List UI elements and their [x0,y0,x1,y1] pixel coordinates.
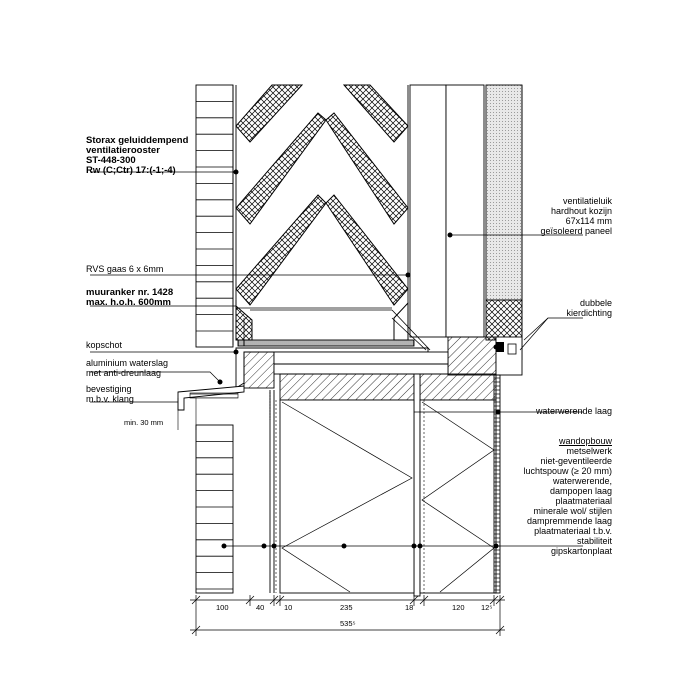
dim-100: 100 [216,603,229,612]
wand-item: minerale wol/ stijlen [533,506,612,516]
waterslag-line-2: met anti-dreunlaag [86,368,162,378]
dim-12: 12⁵ [481,603,493,612]
wall-build-up [279,374,501,594]
storax-line-4: Rw (C;Ctr) 17:(-1;-4) [86,165,176,176]
dimension-lines [190,595,505,636]
ventilatieluik-label: ventilatieluik hardhout kozijn 67x114 mm… [510,196,612,236]
leader-dots [217,169,501,549]
insulated-panel-bottom [485,299,523,341]
ventilation-hatch [409,84,523,360]
luik-line-1: ventilatieluik [562,196,612,206]
sill-assembly [235,339,497,597]
luik-line-4: geïsoleerd paneel [540,226,612,236]
storax-line-2: ventilatierooster [86,145,160,156]
dim-40: 40 [256,603,265,612]
kier-line-1: dubbele [579,298,612,308]
dim-10: 10 [284,603,293,612]
wand-item: plaatmateriaal t.b.v. [534,526,612,536]
ventilation-grille [235,84,409,341]
wand-item: metselwerk [566,446,612,456]
kier-line-2: kierdichting [566,308,612,318]
muuranker-line-1: muuranker nr. 1428 [86,287,174,298]
storax-line-1: Storax geluiddempend [86,135,189,146]
storax-line-3: ST-448-300 [86,155,136,166]
wand-item: luchtspouw (≥ 20 mm) [523,466,612,476]
dim-total: 535⁵ [340,619,356,628]
wand-title: wandopbouw [558,436,612,446]
kopschot-label: kopschot [86,340,123,350]
waterwerende-laag-label: waterwerende laag [535,406,612,416]
waterslag-line-1: aluminium waterslag [86,358,169,368]
muuranker-line-2: max. h.o.h. 600mm [86,297,172,308]
dim-18: 18 [405,603,414,612]
luik-line-3: 67x114 mm [565,216,612,226]
wand-item: plaatmateriaal [555,496,612,506]
wandopbouw-label: wandopbouw metselwerk niet-geventileerde… [490,436,612,556]
storax-label: Storax geluiddempend ventilatierooster S… [86,136,188,176]
wand-item: dampopen laag [549,486,612,496]
bevestiging-label: bevestiging m.b.v. klang [86,384,134,404]
rvs-label: RVS gaas 6 x 6mm [86,264,164,274]
bevestiging-line-1: bevestiging [86,384,132,394]
wand-item: niet-geventileerde [540,456,612,466]
brick-joints-lower [196,440,233,590]
min30-label: min. 30 mm [124,418,164,427]
waterslag-label: aluminium waterslag met anti-dreunlaag [86,358,168,378]
wand-item: stabiliteit [576,536,612,546]
dim-235: 235 [340,603,353,612]
hardwood-frame [447,336,497,376]
wand-item: waterwerende, [552,476,612,486]
brick-joints-upper [196,101,233,332]
kierdichting-label: dubbele kierdichting [530,298,612,318]
wand-item: gipskartonplaat [550,546,612,556]
muuranker-label: muuranker nr. 1428 max. h.o.h. 600mm [86,288,173,308]
dim-120: 120 [452,603,465,612]
masonry-lower [195,424,234,594]
bevestiging-line-2: m.b.v. klang [86,394,134,404]
luik-line-2: hardhout kozijn [550,206,612,216]
wand-item: dampremmende laag [526,516,612,526]
